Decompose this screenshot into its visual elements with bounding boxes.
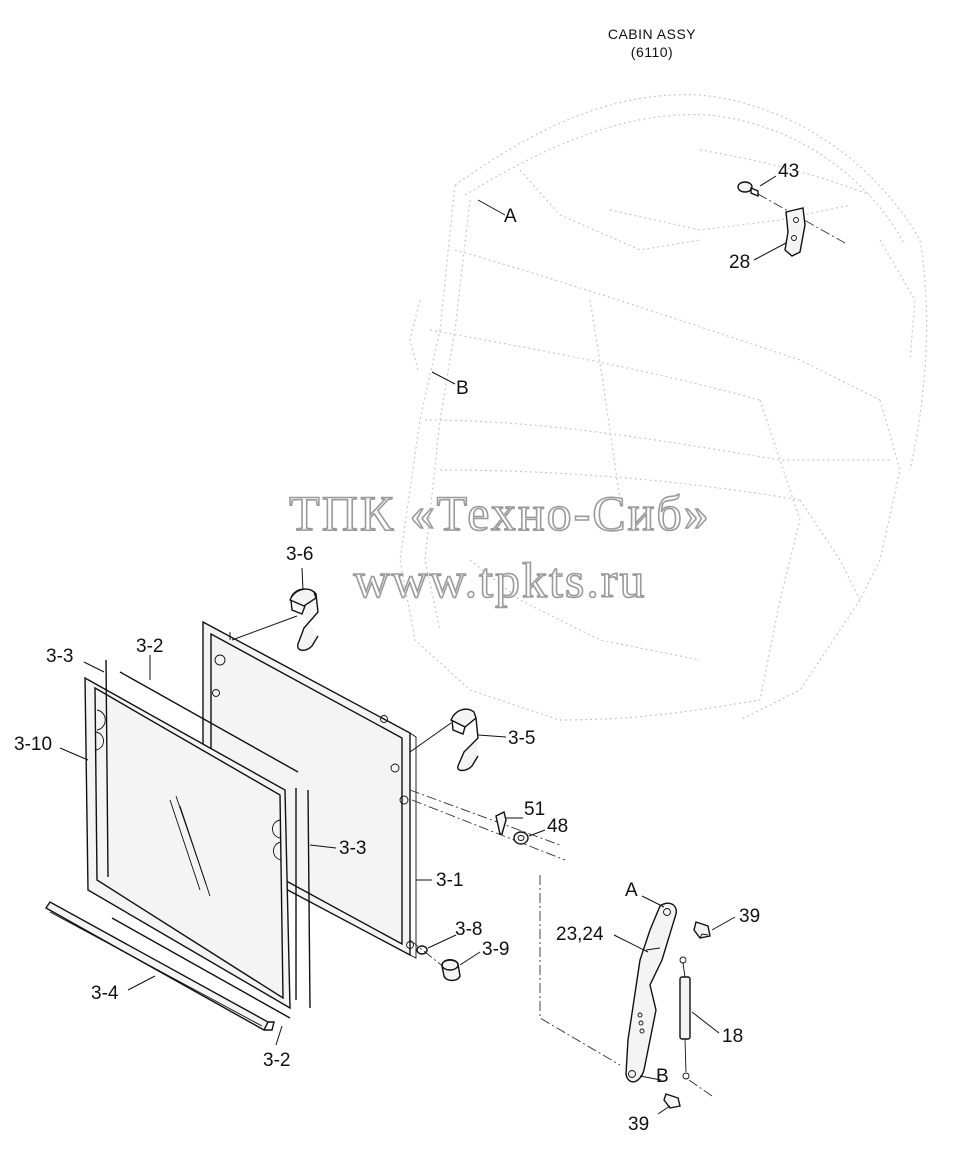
label-51: 51: [524, 799, 545, 820]
label-39-lower: 39: [628, 1114, 649, 1135]
label-3-6: 3-6: [286, 544, 313, 565]
label-39-upper: 39: [739, 906, 760, 927]
label-23-24: 23,24: [556, 924, 604, 945]
label-B-top: B: [456, 378, 469, 399]
label-A-top: A: [504, 206, 517, 227]
gas-spring-18-part: [679, 956, 713, 1097]
glass-3-10-part: [84, 676, 291, 1010]
cap-3-9-part: [441, 959, 461, 982]
hinge-bracket-23-24-part: [625, 902, 677, 1083]
label-3-3-lower: 3-3: [339, 838, 366, 859]
seal-strips: [105, 659, 311, 1019]
pin-51-part: [495, 810, 507, 835]
label-3-1: 3-1: [436, 870, 463, 891]
watermark: ТПК «Техно-Сиб» www.tpkts.ru: [288, 484, 711, 609]
label-3-5: 3-5: [508, 728, 535, 749]
label-B-lower: B: [656, 1066, 669, 1087]
handle-3-6-part: [289, 588, 319, 651]
label-3-2-upper: 3-2: [136, 636, 163, 657]
watermark-company: ТПК «Техно-Сиб»: [289, 485, 711, 541]
washer-3-8-part: [416, 945, 428, 955]
label-3-3-upper: 3-3: [46, 646, 73, 667]
handle-3-5-part: [450, 708, 479, 772]
cabin-assy-code: (6110): [631, 44, 673, 60]
assembly-centerlines: [409, 789, 621, 1066]
label-3-9: 3-9: [482, 939, 509, 960]
leader-lines: [59, 175, 787, 1115]
cabin-ghost-outline: [399, 94, 928, 721]
channel-3-4-part: [44, 901, 275, 1031]
label-28: 28: [729, 252, 750, 273]
label-18: 18: [722, 1026, 743, 1047]
label-3-10: 3-10: [14, 734, 52, 755]
label-43: 43: [778, 161, 799, 182]
bolt-39-upper-part: [693, 921, 711, 939]
washer-48-part: [513, 831, 529, 845]
label-3-4: 3-4: [91, 983, 119, 1004]
label-3-8: 3-8: [455, 919, 482, 940]
label-A-lower: A: [625, 880, 638, 901]
label-3-2-lower: 3-2: [263, 1050, 290, 1071]
watermark-url: www.tpkts.ru: [354, 552, 647, 608]
label-48: 48: [547, 816, 568, 837]
cabin-assy-title: CABIN ASSY: [608, 26, 696, 42]
bracket-28-part: [784, 207, 806, 257]
bolt-39-lower-part: [663, 1093, 681, 1109]
